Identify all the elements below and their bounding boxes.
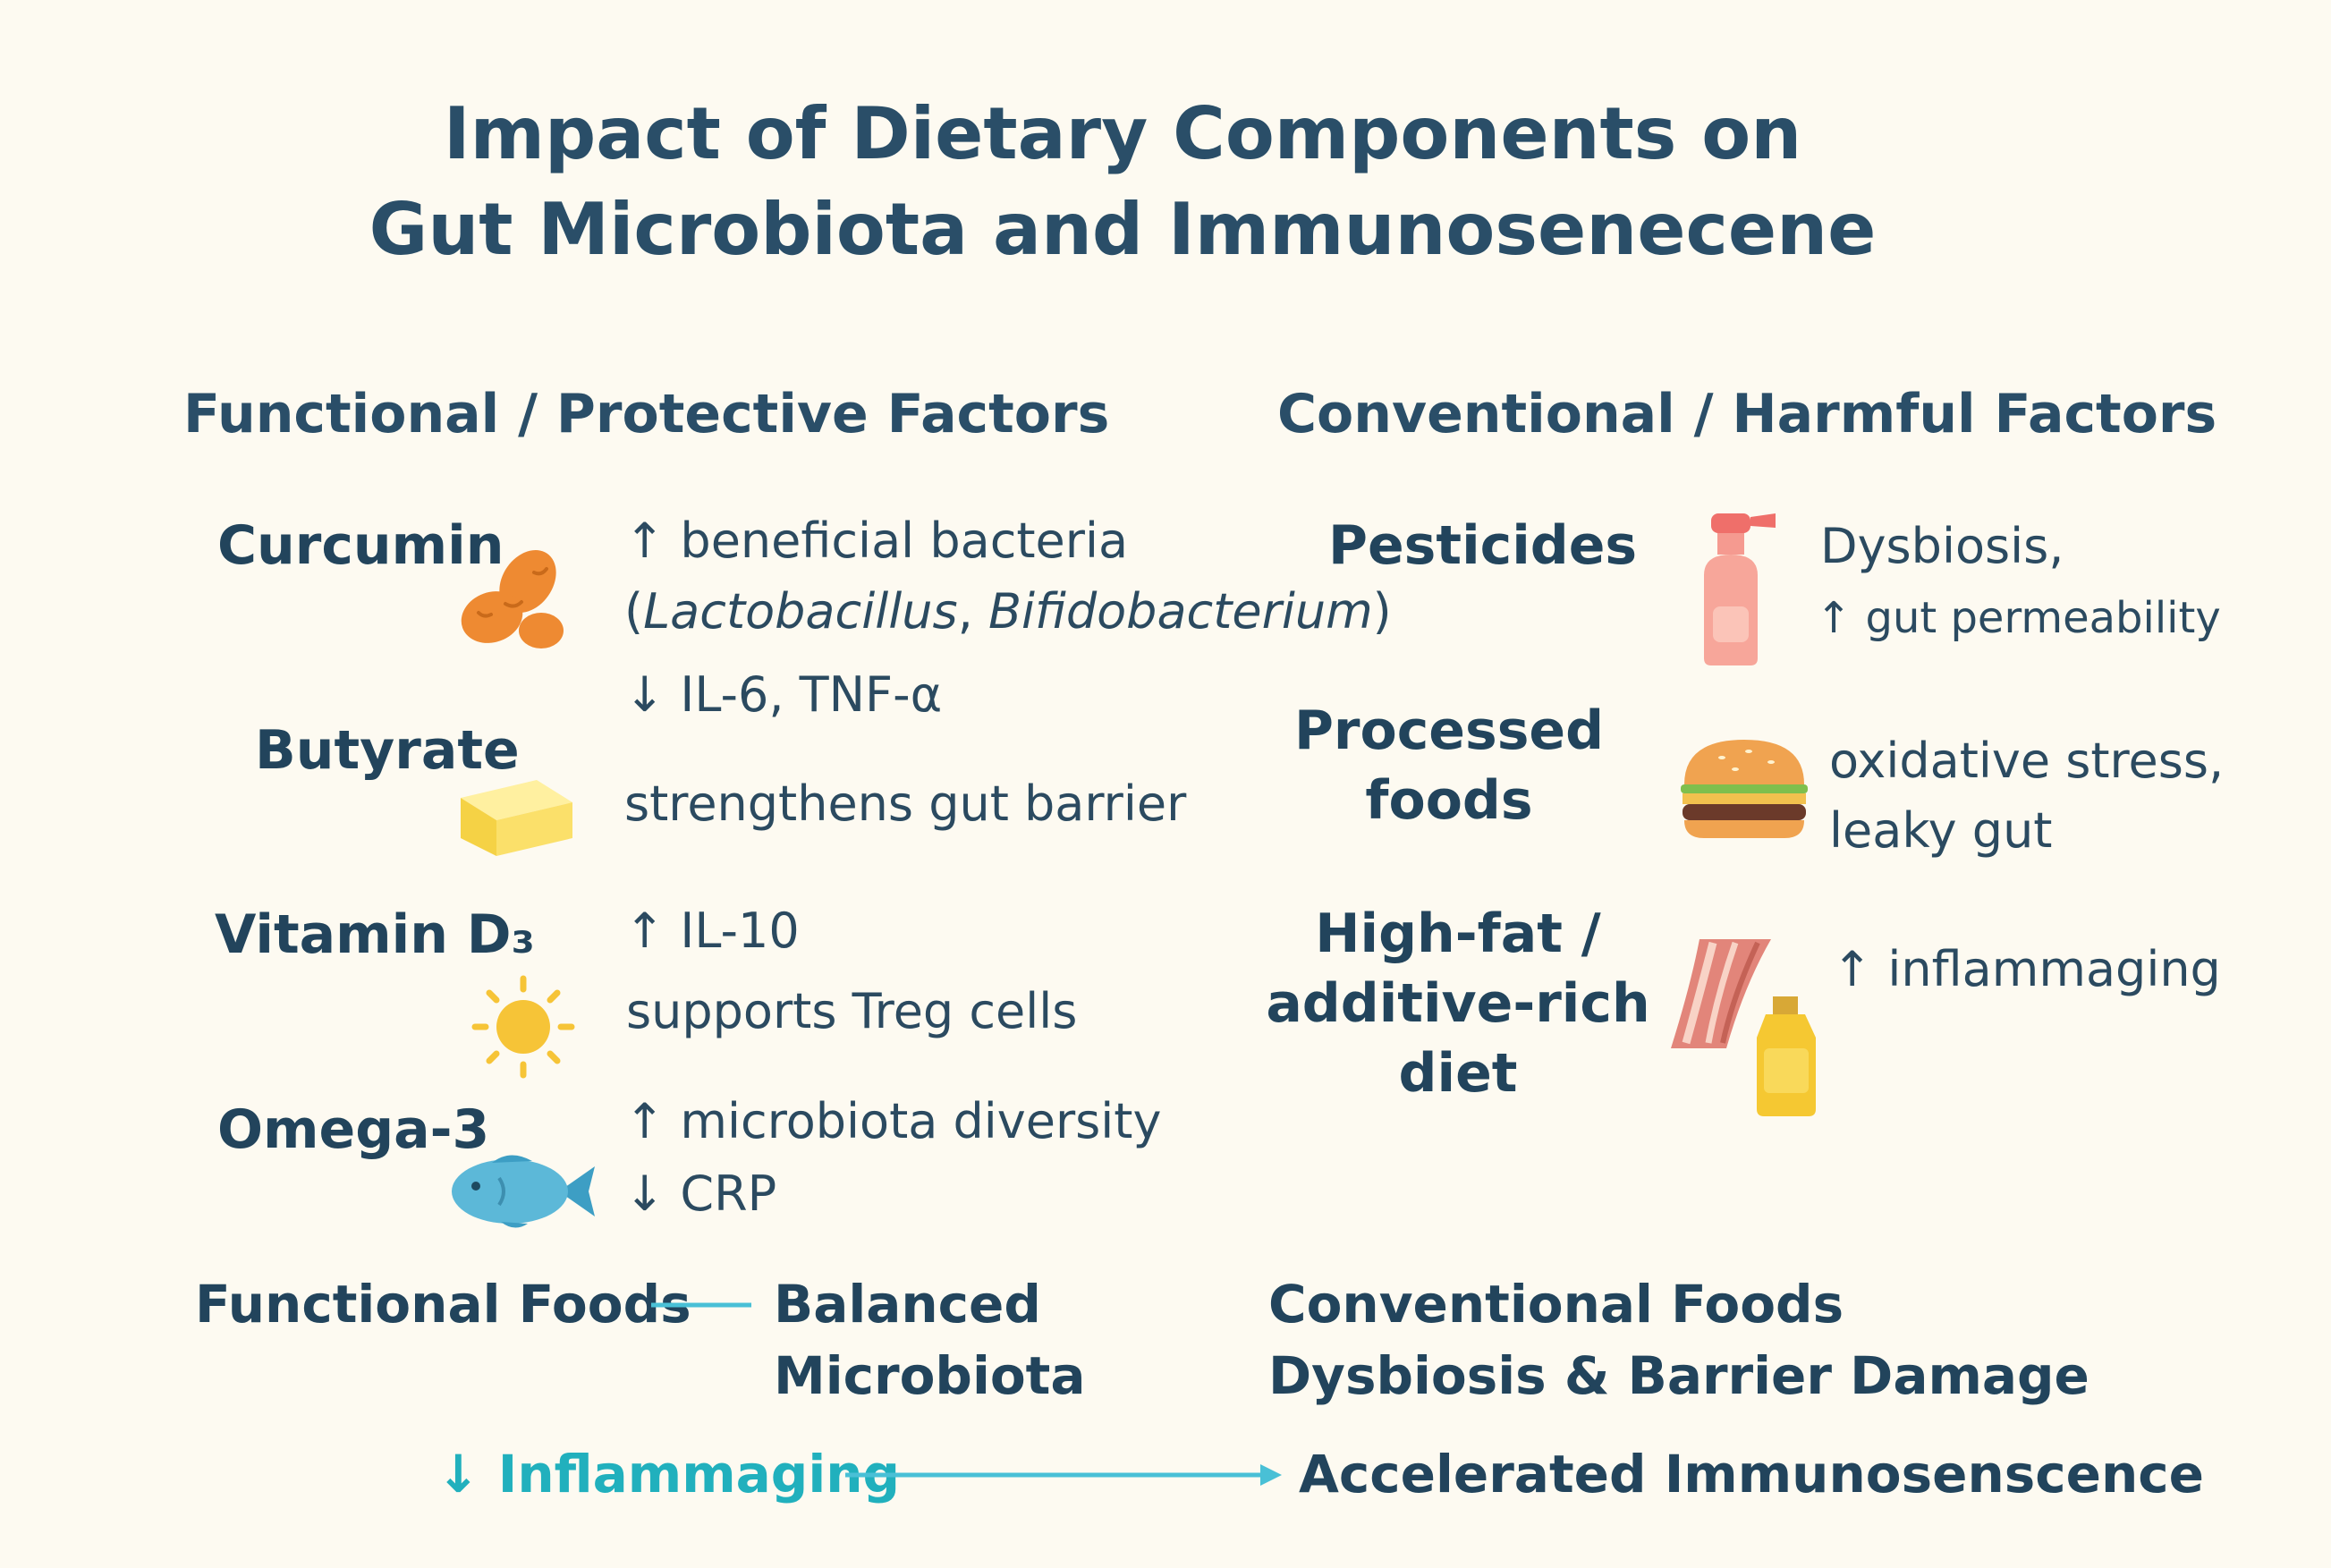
conventional-foods-line-1: Conventional Foods xyxy=(1268,1274,1844,1335)
butyrate-effect-barrier: strengthens gut barrier xyxy=(624,776,1187,832)
processed-effect-leaky-gut: leaky gut xyxy=(1829,802,2053,859)
diagram-title-line-1: Impact of Dietary Components on xyxy=(443,92,1802,175)
balanced-microbiota-label: Balanced Microbiota xyxy=(774,1268,1086,1411)
omega3-effect-diversity: ↑ microbiota diversity xyxy=(624,1093,1162,1149)
omega3-effect-crp: ↓ CRP xyxy=(624,1165,777,1222)
harmful-section-title: Conventional / Harmful Factors xyxy=(1277,383,2217,445)
curcumin-effect-genera: (Lactobacillus, Bifidobacterium) xyxy=(624,583,1392,640)
high-fat-effect-inflammaging: ↑ inflammaging xyxy=(1832,941,2221,997)
bacon-oil-icon xyxy=(1671,939,1816,1116)
curcumin-label: Curcumin xyxy=(217,514,504,577)
balanced-microbiota-line-1: Balanced xyxy=(774,1274,1041,1335)
processed-foods-label-line-1: Processed xyxy=(1293,699,1605,762)
accelerated-immunosenescence-label: Accelerated Immunosenscence xyxy=(1299,1444,2204,1504)
turmeric-root-icon xyxy=(461,549,564,648)
spray-bottle-icon xyxy=(1704,513,1776,665)
burger-icon xyxy=(1681,740,1808,838)
vitamin-d3-label: Vitamin D₃ xyxy=(215,903,535,966)
dysbiosis-barrier-damage-line: Dysbiosis & Barrier Damage xyxy=(1268,1345,2089,1406)
reduced-inflammaging-label: ↓ Inflammaging xyxy=(437,1444,901,1504)
diagram-title-line-2: Gut Microbiota and Immunosenecene xyxy=(369,188,1877,271)
curcumin-effect-bacteria: ↑ beneficial bacteria xyxy=(624,513,1129,569)
vitamin-d3-effect-il10: ↑ IL-10 xyxy=(624,903,800,959)
omega3-label: Omega-3 xyxy=(217,1098,490,1161)
butyrate-label: Butyrate xyxy=(255,719,520,782)
functional-foods-label: Functional Foods xyxy=(195,1274,691,1335)
high-fat-label-line-3: diet xyxy=(1398,1042,1518,1105)
functional-to-balanced-connector xyxy=(651,1302,751,1308)
pesticides-effect-dysbiosis: Dysbiosis, xyxy=(1820,518,2064,574)
vitamin-d3-effect-treg: supports Treg cells xyxy=(626,983,1078,1039)
pesticides-effect-permeability: ↑ gut permeability xyxy=(1816,593,2221,643)
inflammaging-to-immunosenescence-arrow xyxy=(845,1464,1282,1486)
protective-section-title: Functional / Protective Factors xyxy=(183,383,1110,445)
high-fat-label-line-1: High-fat / xyxy=(1315,903,1601,965)
pesticides-label: Pesticides xyxy=(1328,514,1638,577)
curcumin-effect-cytokines: ↓ IL-6, TNF-α xyxy=(624,666,943,723)
balanced-microbiota-line-2: Microbiota xyxy=(774,1345,1086,1406)
processed-effect-oxidative: oxidative stress, xyxy=(1829,733,2225,789)
high-fat-label-line-2: additive-rich xyxy=(1266,972,1650,1035)
fish-icon xyxy=(452,1155,595,1228)
conventional-foods-label: Conventional Foods Dysbiosis & Barrier D… xyxy=(1268,1268,2089,1411)
processed-foods-label: Processed foods xyxy=(1288,696,1610,835)
sun-icon xyxy=(471,975,575,1079)
high-fat-diet-label: High-fat / additive-rich diet xyxy=(1257,899,1659,1108)
butter-block-icon xyxy=(461,780,572,856)
processed-foods-label-line-2: foods xyxy=(1365,769,1533,832)
